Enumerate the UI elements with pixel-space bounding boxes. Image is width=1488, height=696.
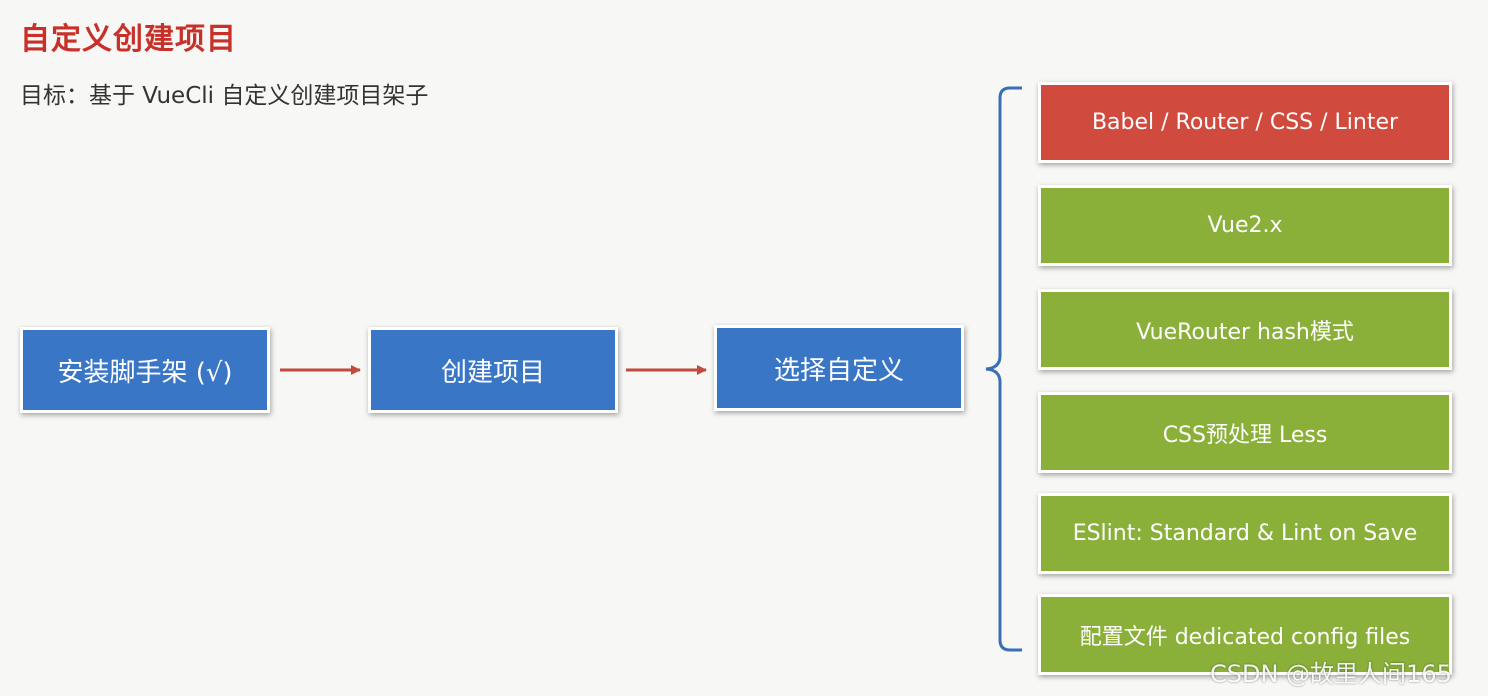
option-features: Babel / Router / CSS / Linter bbox=[1038, 82, 1452, 163]
page-title: 自定义创建项目 bbox=[20, 22, 237, 57]
option-css-preprocessor: CSS预处理 Less bbox=[1038, 392, 1452, 473]
watermark: CSDN @故里人间165 bbox=[1210, 660, 1452, 688]
step-create-project: 创建项目 bbox=[368, 327, 618, 413]
page-subtitle: 目标：基于 VueCli 自定义创建项目架子 bbox=[20, 83, 429, 109]
option-eslint: ESlint: Standard & Lint on Save bbox=[1038, 493, 1452, 574]
option-vue-version: Vue2.x bbox=[1038, 185, 1452, 266]
step-install-cli: 安装脚手架 (√) bbox=[20, 327, 270, 413]
option-router-mode: VueRouter hash模式 bbox=[1038, 289, 1452, 370]
step-choose-custom: 选择自定义 bbox=[714, 325, 964, 411]
option-config-files: 配置文件 dedicated config files bbox=[1038, 594, 1452, 675]
brace bbox=[985, 86, 1022, 652]
